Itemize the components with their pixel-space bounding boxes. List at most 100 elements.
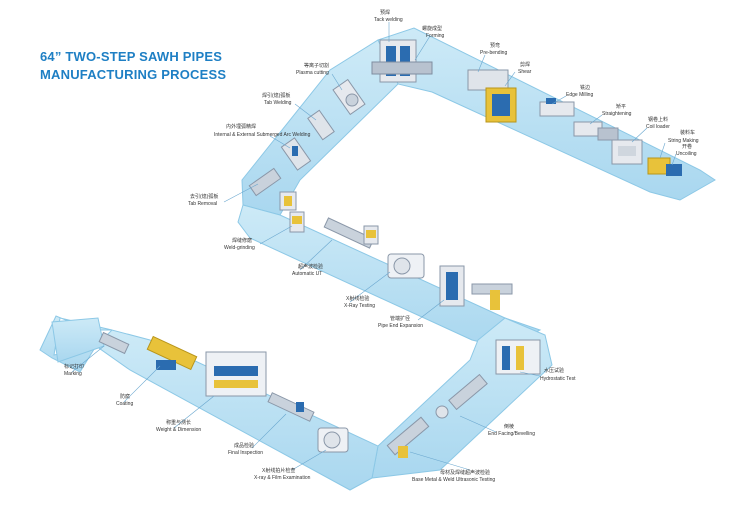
label-uncoiling: 开卷 Uncoiling	[676, 143, 697, 157]
weld-grinding-machine	[289, 211, 305, 233]
label-cn: 倒棱	[504, 423, 514, 430]
title-line-2: MANUFACTURING PROCESS	[40, 67, 227, 82]
coil-loader-machine	[611, 139, 643, 165]
uncoiling-machine	[647, 157, 682, 176]
label-cn: X射线拍片检查	[262, 467, 295, 474]
pipe-end-expansion-machine	[439, 265, 513, 310]
label-en: Pre-bending	[480, 50, 507, 56]
label-plasma-cutting: 等离子切割 Plasma cutting	[296, 62, 329, 76]
label-en-text: Internal & External Submerged Arc Weldin…	[214, 132, 311, 138]
label-weight-dimension: 称重与测长 Weight & Dimension	[156, 419, 201, 433]
label-pipe-end-expansion: 管端扩径 Pipe End Expansion	[378, 315, 423, 329]
label-cn: 螺旋成型	[422, 25, 442, 32]
label-en: Base Metal & Weld Ultrasonic Testing	[412, 477, 495, 483]
conveyor-path	[39, 27, 716, 491]
label-cn: 焊引(熄)弧板	[262, 92, 290, 99]
label-base-metal-ut: 母材及焊缝超声波检验 Base Metal & Weld Ultrasonic …	[412, 469, 495, 483]
pre-bending-machine	[467, 69, 517, 123]
label-en: Coating	[116, 401, 133, 407]
label-en: Tab Welding	[264, 100, 292, 106]
label-tack-welding: 预焊 Tack welding	[374, 9, 403, 23]
tab-welding-machine	[307, 109, 335, 141]
x-ray-testing-machine	[387, 253, 425, 279]
label-en: Shear	[518, 69, 532, 75]
label-cn: 开卷	[682, 143, 692, 150]
label-cn: 焊缝修磨	[232, 237, 252, 244]
label-cn: 称重与测长	[166, 419, 191, 426]
label-cn: 铣边	[580, 84, 590, 91]
edge-milling-machine	[539, 98, 575, 117]
label-pre-bending: 预弯 Pre-bending	[480, 42, 507, 56]
label-en: X-ray & Film Examination	[254, 475, 311, 481]
straightening-machine	[573, 121, 619, 141]
label-cn: 防腐	[120, 393, 130, 400]
forming-machine	[371, 39, 433, 83]
label-en: Forming	[426, 33, 445, 39]
label-en: Final Inspection	[228, 450, 263, 456]
label-en: Pipe End Expansion	[378, 323, 423, 329]
process-title: 64” TWO-STEP SAWH PIPES MANUFACTURING PR…	[40, 48, 226, 84]
label-en: Tab Removal	[188, 201, 217, 207]
tab-removal-machine	[248, 167, 297, 211]
saw-welding-machine	[280, 137, 312, 171]
label-en: Uncoiling	[676, 151, 697, 157]
label-en: String Making	[668, 138, 699, 144]
label-cn: 去引(熄)弧板	[190, 193, 218, 200]
label-forming: 螺旋成型 Forming	[422, 25, 445, 39]
label-cn: 成品检验	[234, 442, 254, 449]
label-shear: 剪焊 Shear	[518, 61, 532, 75]
label-en: Internal & External Submerged Arc Weldin…	[214, 132, 311, 138]
label-en: Tack welding	[374, 17, 403, 23]
weight-dimension-machine	[205, 351, 267, 397]
label-tab-welding: 焊引(熄)弧板 Tab Welding	[262, 92, 292, 106]
label-en: Automatic UT	[292, 271, 322, 277]
label-x-ray-testing: X射线检验 X-Ray Testing	[344, 295, 375, 309]
label-en: Plasma cutting	[296, 70, 329, 76]
label-straightening: 矫平 Straightening	[602, 103, 632, 117]
label-hydrostatic-test: 水压试验 Hydrostatic Test	[540, 367, 576, 382]
label-cn: 钢卷上料	[648, 116, 668, 123]
label-cn: 标记打印	[64, 363, 84, 370]
automatic-ut-machine	[323, 217, 379, 249]
label-en: End Facing/Bevelling	[488, 431, 535, 437]
coating-machine	[146, 335, 198, 371]
label-en: Weight & Dimension	[156, 427, 201, 433]
label-cn: 预焊	[380, 9, 390, 16]
label-en: Weld-grinding	[224, 245, 255, 251]
label-cn: 等离子切割	[304, 62, 329, 69]
label-cn: 矫平	[616, 103, 626, 110]
label-cn: 预弯	[490, 42, 500, 49]
label-edge-milling: 铣边 Edge Milling	[566, 84, 593, 98]
label-coating: 防腐 Coating	[116, 393, 133, 407]
label-cn: 超声波检验	[298, 263, 323, 270]
label-coil-loader: 钢卷上料 Coil loader	[646, 116, 670, 130]
label-cn: 母材及焊缝超声波检验	[440, 469, 490, 476]
label-tab-removal: 去引(熄)弧板 Tab Removal	[188, 193, 218, 207]
base-metal-ut-machine	[386, 416, 430, 458]
label-end-facing: 倒棱 End Facing/Bevelling	[488, 423, 535, 437]
end-facing-machine	[435, 373, 488, 419]
label-en: X-Ray Testing	[344, 303, 375, 309]
label-string-making: 装料车 String Making	[668, 129, 699, 144]
label-en: Coil loader	[646, 124, 670, 130]
final-inspection-machine	[267, 392, 315, 422]
marking-machine	[98, 331, 130, 355]
label-x-ray-film: X射线拍片检查 X-ray & Film Examination	[254, 467, 311, 481]
hydrostatic-test-machine	[495, 339, 541, 375]
label-weld-grinding: 焊缝修磨 Weld-grinding	[224, 237, 255, 251]
label-marking: 标记打印 Marking	[64, 363, 84, 377]
label-en: Hydrostatic Test	[540, 376, 576, 382]
leader-lines	[71, 22, 677, 471]
label-automatic-ut: 超声波检验 Automatic UT	[292, 263, 323, 277]
label-cn: 剪焊	[520, 61, 530, 68]
label-cn: 管端扩径	[390, 315, 410, 322]
station-labels: 预焊 Tack welding 螺旋成型 Forming 预弯 Pre-bend…	[64, 9, 699, 483]
label-final-inspection: 成品检验 Final Inspection	[228, 442, 263, 456]
label-saw-welding: 内外埋弧精焊 Internal & External Submerged Arc…	[214, 123, 311, 138]
label-cn: X射线检验	[346, 295, 369, 302]
label-en: Edge Milling	[566, 92, 593, 98]
label-en: Marking	[64, 371, 82, 377]
label-en: Straightening	[602, 111, 632, 117]
label-cn: 水压试验	[544, 367, 564, 374]
